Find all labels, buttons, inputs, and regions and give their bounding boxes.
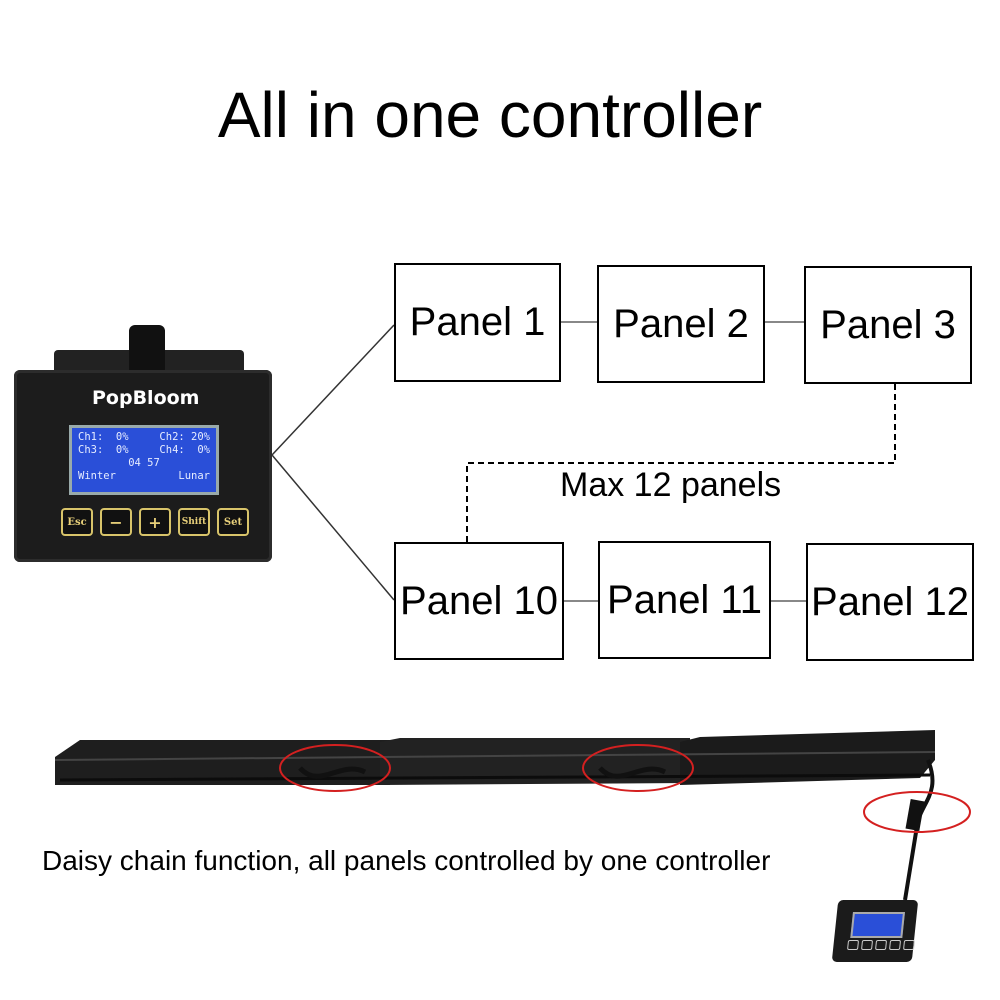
light-bar-strip — [54, 730, 971, 901]
connector-cable-1 — [298, 766, 367, 779]
page-title: All in one controller — [217, 79, 763, 151]
panel-2: Panel 2 — [597, 265, 765, 383]
max-panels-label: Max 12 panels — [560, 466, 782, 504]
panel-1: Panel 1 — [394, 263, 561, 382]
cable-plug — [905, 799, 925, 831]
minus-button[interactable]: − — [100, 508, 132, 536]
panel-12: Panel 12 — [806, 543, 974, 661]
controller-buttons: Esc − + Shift Set — [61, 508, 249, 536]
lcd-screen: Ch1: 0% Ch2: 20% Ch3: 0% Ch4: 0% 04 57 Win… — [69, 425, 219, 495]
dashed-continuation-line — [466, 384, 896, 543]
lcd-ch4: Ch4: 0% — [159, 444, 210, 456]
link-controller-panel10 — [271, 454, 395, 601]
panel-11: Panel 11 — [598, 541, 771, 659]
highlight-circle-2 — [582, 744, 694, 792]
lcd-season: Winter — [78, 470, 116, 482]
highlight-circle-1 — [279, 744, 391, 792]
cable-gland — [129, 325, 165, 375]
controller-device: PopBloom Ch1: 0% Ch2: 20% Ch3: 0% Ch4: 0% … — [14, 325, 272, 563]
link-controller-panel1 — [271, 324, 395, 456]
panel-3: Panel 3 — [804, 266, 972, 384]
shift-button[interactable]: Shift — [178, 508, 210, 536]
lcd-lunar: Lunar — [178, 470, 210, 482]
lcd-time: 04 57 — [128, 457, 160, 469]
light-bar-3 — [680, 730, 935, 785]
mini-controller-image — [831, 900, 919, 962]
connector-cable-2 — [598, 766, 667, 779]
brand-logo: PopBloom — [92, 387, 200, 409]
lcd-ch1: Ch1: 0% — [78, 431, 129, 443]
mini-lcd — [850, 912, 905, 938]
daisy-chain-caption: Daisy chain function, all panels control… — [42, 845, 771, 876]
set-button[interactable]: Set — [217, 508, 249, 536]
lcd-ch3: Ch3: 0% — [78, 444, 129, 456]
plus-button[interactable]: + — [139, 508, 171, 536]
esc-button[interactable]: Esc — [61, 508, 93, 536]
mini-buttons — [847, 940, 916, 950]
panel-10: Panel 10 — [394, 542, 564, 660]
highlight-circle-3 — [863, 791, 971, 833]
lcd-ch2: Ch2: 20% — [159, 431, 210, 443]
